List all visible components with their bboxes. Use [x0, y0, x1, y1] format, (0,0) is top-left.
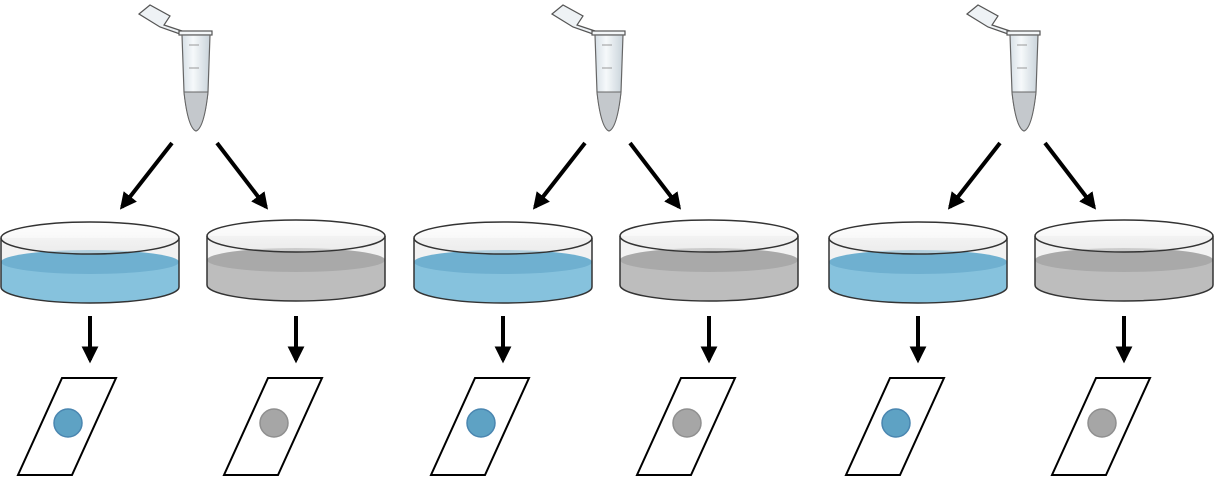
slide-gray — [222, 377, 324, 476]
dish-rim — [0, 221, 180, 255]
panel-1 — [0, 4, 386, 476]
dish-rim — [413, 221, 593, 255]
arrow-left-icon — [532, 141, 587, 210]
arrow-left-icon — [119, 141, 174, 210]
dish-outline — [413, 238, 593, 304]
slide-blue — [16, 377, 118, 476]
tube-cap — [965, 4, 1011, 35]
petri-dish-blue — [0, 221, 180, 304]
sample-spot — [881, 408, 911, 438]
dish-rim — [619, 219, 799, 253]
arrow-right-icon — [628, 141, 682, 210]
slide-gray — [635, 377, 737, 476]
dish-liquid-surface — [1035, 248, 1213, 272]
dish-liquid-surface — [207, 248, 385, 272]
microcentrifuge-tube-icon — [137, 4, 213, 132]
sample-spot — [466, 408, 496, 438]
slide-blue — [429, 377, 531, 476]
sample-spot — [1087, 408, 1117, 438]
arrow-right-icon — [1043, 141, 1097, 210]
dish-outline — [0, 238, 180, 304]
arrow-right-icon — [215, 141, 269, 210]
dish-outline — [1034, 236, 1214, 302]
petri-dish-gray — [619, 219, 799, 302]
tube-liquid — [183, 91, 209, 132]
tube-cap — [137, 4, 183, 35]
sample-spot — [259, 408, 289, 438]
dish-liquid-surface — [414, 250, 592, 274]
slide-blue — [844, 377, 946, 476]
dish-liquid-surface — [829, 250, 1007, 274]
panel-2 — [413, 4, 799, 476]
sample-spot — [672, 408, 702, 438]
dish-rim — [206, 219, 386, 253]
dish-outline — [828, 238, 1008, 304]
dish-outline — [619, 236, 799, 302]
microcentrifuge-tube-icon — [965, 4, 1041, 132]
dish-outline — [206, 236, 386, 302]
petri-dish-blue — [413, 221, 593, 304]
dish-liquid-surface — [620, 248, 798, 272]
petri-dish-gray — [206, 219, 386, 302]
panel-3 — [828, 4, 1214, 476]
petri-dish-gray — [1034, 219, 1214, 302]
dish-rim — [1034, 219, 1214, 253]
petri-dish-blue — [828, 221, 1008, 304]
dish-liquid-surface — [1, 250, 179, 274]
slide-gray — [1050, 377, 1152, 476]
tube-liquid — [596, 91, 622, 132]
sample-spot — [53, 408, 83, 438]
microcentrifuge-tube-icon — [550, 4, 626, 132]
arrow-left-icon — [947, 141, 1002, 210]
tube-cap — [550, 4, 596, 35]
dish-rim — [828, 221, 1008, 255]
tube-liquid — [1011, 91, 1037, 132]
